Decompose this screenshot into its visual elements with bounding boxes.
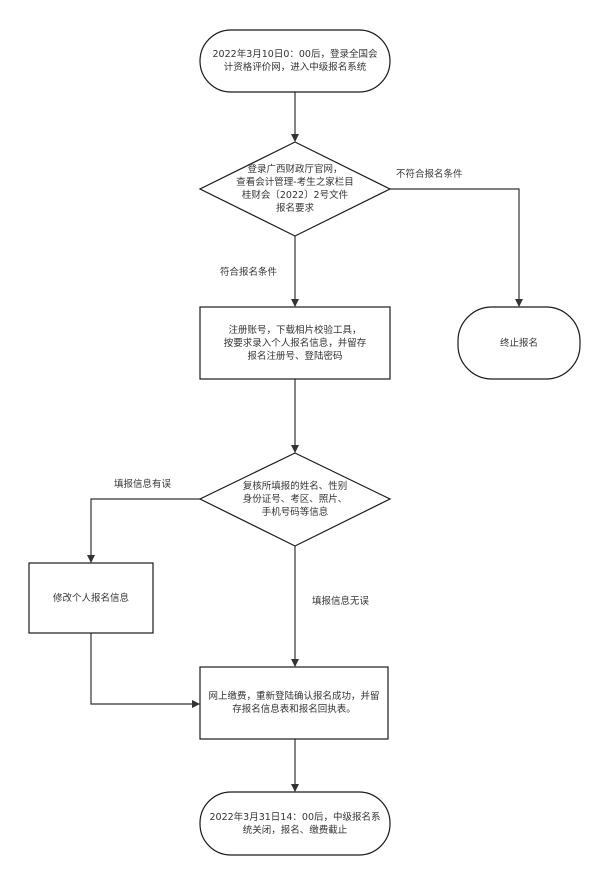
node-start-text: 2022年3月10日0：00后，登录全国会 计资格评价网，进入中级报名系统 [212, 49, 378, 73]
node-terminate: 终止报名 [458, 307, 580, 379]
register-process-shape [199, 306, 391, 380]
terminate-terminator-shape [457, 306, 581, 380]
start-terminator-shape [199, 29, 391, 93]
end-terminator-shape [199, 791, 391, 856]
edge-check-to-terminate [390, 188, 523, 307]
edge-label-not-eligible: 不符合报名条件 [396, 169, 463, 180]
node-modify-info: 修改个人报名信息 [29, 563, 153, 633]
node-payment: 网上缴费，重新登陆确认报名成功，并留 存报名信息表和报名回执表。 [200, 667, 388, 739]
review-info-decision-shape [198, 452, 392, 547]
modify-info-process-shape [28, 562, 154, 634]
edge-label-info-correct: 填报信息无误 [312, 596, 370, 607]
node-start: 2022年3月10日0：00后，登录全国会 计资格评价网，进入中级报名系统 [200, 30, 390, 92]
node-review-info: 复核所填报的姓名、性别 身份证号、考区、照片、 手机号码等信息 [215, 465, 375, 533]
edge-modify-to-payment [90, 633, 200, 708]
node-end-text: 2022年3月31日14：00后，中级报名系 统关闭，报名、缴费截止 [209, 811, 381, 836]
node-review-info-text: 复核所填报的姓名、性别 身份证号、考区、照片、 手机号码等信息 [242, 480, 348, 518]
payment-process-shape [199, 666, 389, 740]
edge-label-eligible: 符合报名条件 [220, 267, 278, 278]
node-terminate-text: 终止报名 [499, 337, 538, 349]
node-check-requirements: 登录广西财政厅官网， 查看会计管理-考生之家栏目 桂财会〔2022〕2号文件 报… [215, 150, 375, 228]
node-end: 2022年3月31日14：00后，中级报名系 统关闭，报名、缴费截止 [200, 792, 390, 855]
node-register: 注册账号，下载相片校验工具， 按要求录入个人报名信息，并留存 报名注册号、登陆密… [200, 307, 390, 379]
edge-label-info-error: 填报信息有误 [114, 479, 172, 490]
node-register-text: 注册账号，下载相片校验工具， 按要求录入个人报名信息，并留存 报名注册号、登陆密… [223, 324, 367, 362]
node-check-requirements-text: 登录广西财政厅官网， 查看会计管理-考生之家栏目 桂财会〔2022〕2号文件 报… [236, 164, 354, 214]
edge-review-to-modify [87, 498, 200, 563]
node-payment-text: 网上缴费，重新登陆确认报名成功，并留 存报名信息表和报名回执表。 [208, 691, 380, 715]
check-requirements-decision-shape [198, 141, 392, 237]
node-modify-info-text: 修改个人报名信息 [52, 592, 129, 604]
